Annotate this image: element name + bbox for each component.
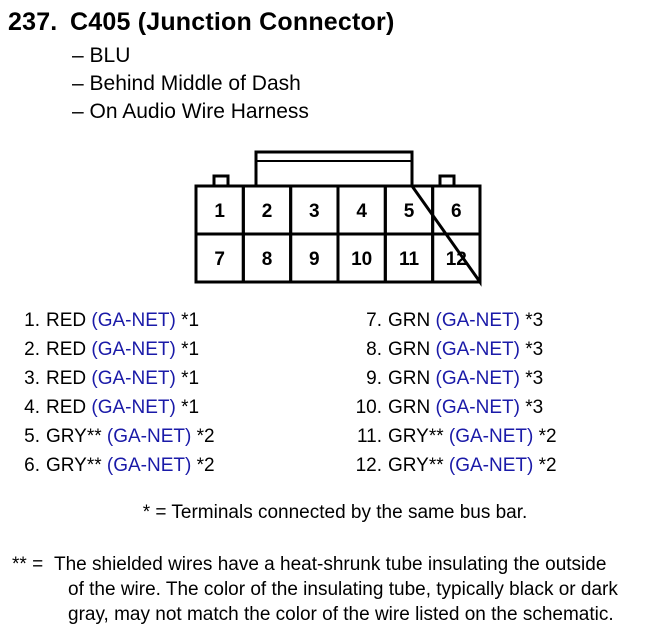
list-item: 11. GRY** (GA-NET) *2	[340, 422, 557, 451]
pin-number: 3.	[24, 368, 40, 389]
note-mark: ** =	[12, 554, 44, 575]
wire-color: GRN	[388, 397, 431, 418]
wire-color: GRY**	[46, 455, 102, 476]
note-line: of the wire. The color of the insulating…	[68, 579, 618, 600]
list-item: 5. GRY** (GA-NET) *2	[0, 422, 215, 451]
net-name: (GA-NET)	[448, 426, 534, 447]
cavity-number: 6	[451, 201, 462, 222]
list-item: 1. RED (GA-NET) *1	[0, 306, 215, 335]
net-name: (GA-NET)	[435, 339, 520, 360]
net-name: (GA-NET)	[91, 339, 176, 360]
note-line: The shielded wires have a heat-shrunk tu…	[54, 554, 607, 575]
list-item: 4. RED (GA-NET) *1	[0, 393, 215, 422]
net-name: (GA-NET)	[106, 455, 192, 476]
cavity-number: 2	[262, 201, 273, 222]
list-item: 3. RED (GA-NET) *1	[0, 364, 215, 393]
wire-color: RED	[46, 339, 87, 360]
cavity-number: 11	[399, 249, 420, 270]
pin-note: *1	[181, 368, 200, 389]
list-item: 8. GRN (GA-NET) *3	[340, 335, 557, 364]
pin-list-left: 1. RED (GA-NET) *1 2. RED (GA-NET) *1 3. RE…	[0, 306, 215, 480]
pin-note: *3	[525, 339, 544, 360]
pin-number: 12.	[355, 455, 382, 476]
net-name: (GA-NET)	[106, 426, 192, 447]
pin-number: 6.	[24, 455, 40, 476]
net-name: (GA-NET)	[91, 368, 176, 389]
page-title: 237. C405 (Junction Connector)	[8, 8, 394, 37]
wire-color: GRY**	[388, 426, 444, 447]
detail-harness: – On Audio Wire Harness	[72, 100, 309, 123]
cavity-number: 10	[351, 249, 372, 270]
wire-color: GRN	[388, 368, 431, 389]
pin-note: *2	[538, 426, 557, 447]
list-item: 2. RED (GA-NET) *1	[0, 335, 215, 364]
pin-number: 4.	[24, 397, 40, 418]
connector-number: 237.	[8, 8, 58, 36]
list-item: 7. GRN (GA-NET) *3	[340, 306, 557, 335]
net-name: (GA-NET)	[435, 368, 520, 389]
net-name: (GA-NET)	[435, 310, 520, 331]
cavity-number: 7	[214, 249, 225, 270]
pin-list-right: 7. GRN (GA-NET) *3 8. GRN (GA-NET) *3 9. GR…	[340, 306, 557, 480]
list-item: 9. GRN (GA-NET) *3	[340, 364, 557, 393]
pin-note: *3	[525, 397, 544, 418]
pin-number: 5.	[24, 426, 40, 447]
wire-color: RED	[46, 368, 87, 389]
pin-number: 7.	[366, 310, 382, 331]
pin-note: *1	[181, 310, 200, 331]
list-item: 10. GRN (GA-NET) *3	[340, 393, 557, 422]
pin-note: *3	[525, 368, 544, 389]
wire-color: GRY**	[46, 426, 102, 447]
net-name: (GA-NET)	[91, 397, 176, 418]
list-item: 12. GRY** (GA-NET) *2	[340, 451, 557, 480]
connector-cavity	[431, 232, 482, 284]
connector-details: – BLU – Behind Middle of Dash – On Audio…	[72, 42, 309, 126]
wire-color: GRN	[388, 310, 431, 331]
detail-location: – Behind Middle of Dash	[72, 72, 301, 95]
pin-note: *2	[196, 426, 215, 447]
pin-number: 1.	[24, 310, 40, 331]
cavity-number: 3	[309, 201, 320, 222]
pin-note: *1	[181, 339, 200, 360]
net-name: (GA-NET)	[448, 455, 534, 476]
wire-color: GRY**	[388, 455, 444, 476]
bus-bar-note: * = Terminals connected by the same bus …	[142, 502, 528, 523]
cavity-number: 8	[262, 249, 273, 270]
wire-color: RED	[46, 310, 87, 331]
net-name: (GA-NET)	[91, 310, 176, 331]
cavity-number: 12	[446, 249, 467, 270]
pin-number: 11.	[356, 426, 382, 447]
cavity-number: 4	[356, 201, 367, 222]
note-line: gray, may not match the color of the wir…	[68, 604, 614, 625]
pin-note: *1	[181, 397, 200, 418]
cavity-number: 1	[214, 201, 225, 222]
pin-note: *2	[538, 455, 557, 476]
net-name: (GA-NET)	[435, 397, 520, 418]
pin-number: 2.	[24, 339, 40, 360]
pin-number: 8.	[366, 339, 382, 360]
detail-color: – BLU	[72, 44, 131, 67]
pin-number: 9.	[366, 368, 382, 389]
list-item: 6. GRY** (GA-NET) *2	[0, 451, 215, 480]
wire-color: GRN	[388, 339, 431, 360]
cavity-number: 9	[309, 249, 320, 270]
cavity-number: 5	[404, 201, 415, 222]
connector-title: C405 (Junction Connector)	[70, 8, 395, 36]
pin-number: 10.	[355, 397, 382, 418]
wire-color: RED	[46, 397, 87, 418]
pin-note: *3	[525, 310, 544, 331]
latch-outline	[254, 150, 414, 186]
pin-note: *2	[196, 455, 215, 476]
